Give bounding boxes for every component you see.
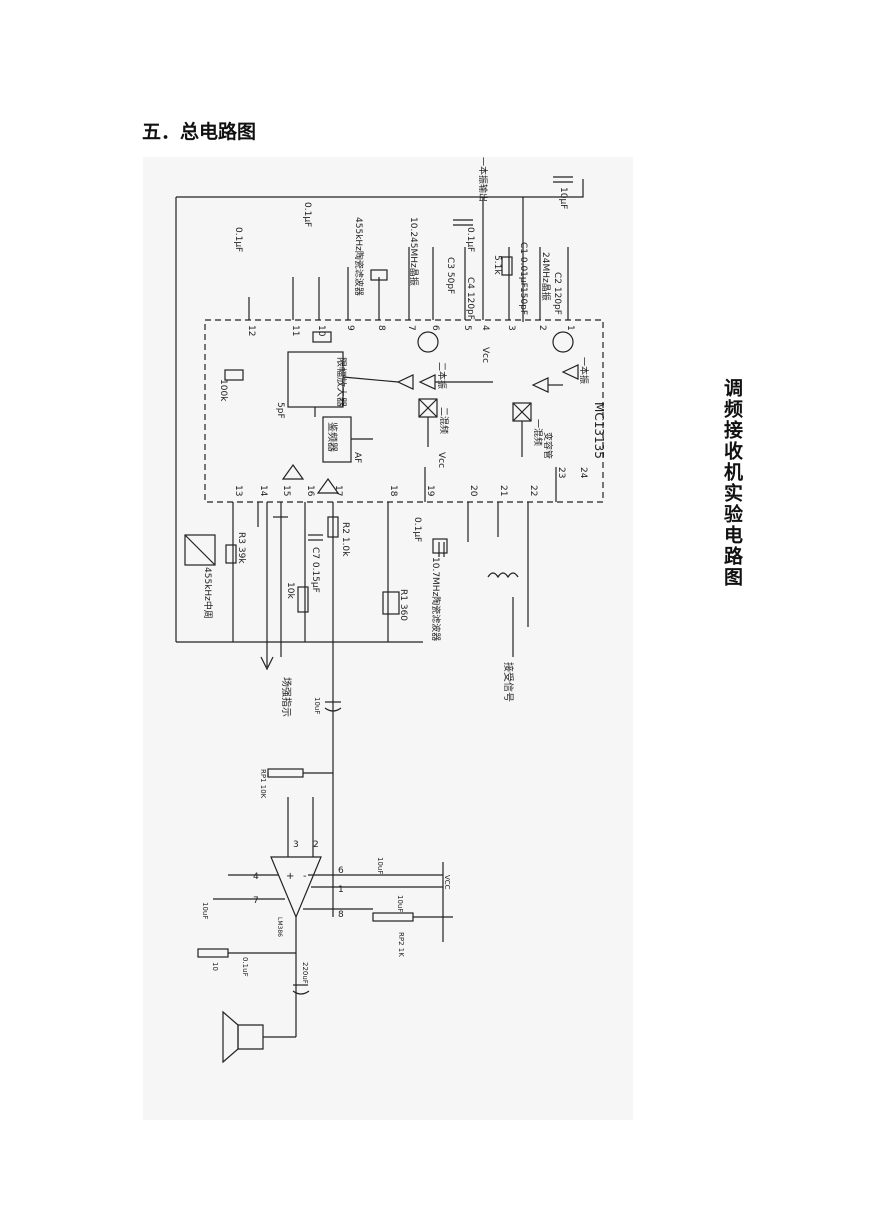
- figure-side-title: 调频接收机实验电路图: [721, 378, 743, 588]
- pin-13: 13: [233, 485, 243, 496]
- section-heading: 五．总电路图: [142, 121, 257, 143]
- c3-label: C3 50pF: [445, 257, 455, 294]
- cer455-label: 455kHz陶瓷滤波器: [353, 217, 365, 296]
- vcc-b-label: Vcc: [436, 452, 446, 468]
- osc1-label: 一本振: [578, 357, 590, 384]
- pin-14: 14: [258, 485, 268, 497]
- cap-top-label: 10μF: [558, 187, 568, 209]
- chip-name: MC13135: [592, 402, 606, 459]
- cap-10uf-b-label: 10uF: [376, 857, 384, 874]
- cap-01-label: 0.1uF: [241, 957, 249, 977]
- if455-label: 455kHz中周: [202, 567, 214, 619]
- r100k-label: 100k: [218, 379, 228, 402]
- pin-2: 2: [537, 325, 547, 331]
- c1-label: C1 0.01μF: [518, 242, 528, 288]
- amp-minus: -: [303, 871, 307, 882]
- amp-label: LM386: [276, 917, 283, 937]
- amp-pin-6: 6: [338, 866, 344, 876]
- limiter-label: 限幅放大器: [335, 357, 348, 407]
- pin-5: 5: [462, 325, 472, 331]
- field-ind-label: 场强指示: [280, 677, 293, 717]
- amp-pin-1: 1: [338, 885, 344, 895]
- c4-label: C4 120pF: [465, 277, 475, 320]
- amp-plus: +: [286, 871, 294, 882]
- osc2-label: 二本振: [436, 362, 448, 389]
- r51-label: 5.1k: [492, 255, 502, 275]
- cap-d-label: 0.1μF: [412, 517, 422, 542]
- cap-10u-label: 10uF: [313, 697, 321, 714]
- crystal1-label: 24MHz晶振: [540, 252, 552, 301]
- pin-7: 7: [406, 325, 416, 331]
- pin-20: 20: [468, 485, 478, 497]
- cap-220-label: 220uF: [301, 962, 309, 984]
- cap-c-label: 0.1μF: [465, 227, 475, 252]
- vcc-a-label: Vcc: [480, 347, 490, 363]
- r2-label: R2 1.0k: [340, 522, 350, 557]
- pin-15: 15: [281, 485, 291, 496]
- osc1-out-label: 一本振输出: [477, 157, 489, 202]
- pin-24: 24: [578, 467, 588, 479]
- amp-pin-3: 3: [293, 840, 299, 850]
- pin-6: 6: [430, 325, 440, 331]
- pin-19: 19: [425, 485, 435, 497]
- amp-pin-8: 8: [338, 910, 344, 920]
- cap-10uf-d-label: 10uF: [201, 902, 209, 919]
- pin-4: 4: [480, 325, 490, 331]
- amp-pin-7: 7: [253, 896, 259, 906]
- circuit-diagram: MC13135 限幅放大器 鉴频器 AF 二混频 二本振 一混频 一本振 变容管…: [175, 157, 606, 1064]
- varactor-label: 变容管: [542, 432, 554, 459]
- mix2-label: 二混频: [438, 407, 450, 434]
- cap-10uf-c-label: 10uF: [396, 895, 404, 912]
- amp-pin-2: 2: [313, 840, 319, 850]
- pin-9: 9: [345, 325, 355, 331]
- pin-23: 23: [556, 467, 566, 478]
- crystal2-label: 10.245MHz晶振: [408, 217, 420, 286]
- r3-label: R3 39k: [236, 532, 246, 564]
- pin-16: 16: [305, 485, 315, 497]
- cap-b-label: 0.1μF: [233, 227, 243, 252]
- c1b-label: 150pF: [518, 287, 528, 315]
- pin-8: 8: [376, 325, 386, 331]
- rp1-label: RP1 10K: [259, 769, 267, 799]
- vcc3-label: VCC: [443, 875, 451, 890]
- c2-label: C2 120pF: [552, 272, 562, 315]
- pin-21: 21: [498, 485, 508, 496]
- r10k-label: 10k: [285, 582, 295, 599]
- rp2-label: RP2 1K: [397, 932, 405, 957]
- pin-10: 10: [316, 325, 326, 337]
- af-label: AF: [352, 452, 362, 463]
- amp-pin-4: 4: [253, 872, 259, 882]
- cer107-label: 10.7MHz陶瓷滤波器: [430, 557, 442, 641]
- cap-a-label: 0.1μF: [302, 202, 312, 227]
- pin-3: 3: [506, 325, 516, 331]
- c5p-label: 5pF: [275, 402, 285, 419]
- chip-outline: [204, 319, 604, 503]
- pin-22: 22: [528, 485, 538, 496]
- r10-label: 10: [211, 962, 219, 971]
- pin-11: 11: [290, 325, 300, 336]
- c7-label: C7 0.15μF: [310, 547, 320, 593]
- pin-17: 17: [333, 485, 343, 496]
- chip-pins-bottom: 13 14 15 16 17 18 19 20 21 22 23 24: [233, 467, 588, 497]
- pin-18: 18: [388, 485, 398, 497]
- pin-12: 12: [246, 325, 256, 336]
- r1-label: R1 360: [398, 589, 408, 621]
- chip-pins-top: 1 2 3 4 5 6 7 8 9 10 11 12: [246, 325, 575, 337]
- pin-1: 1: [565, 325, 575, 331]
- mix1-label: 一混频: [532, 419, 544, 446]
- rx-signal-label: 接受信号: [502, 662, 515, 702]
- discriminator-label: 鉴频器: [326, 422, 339, 452]
